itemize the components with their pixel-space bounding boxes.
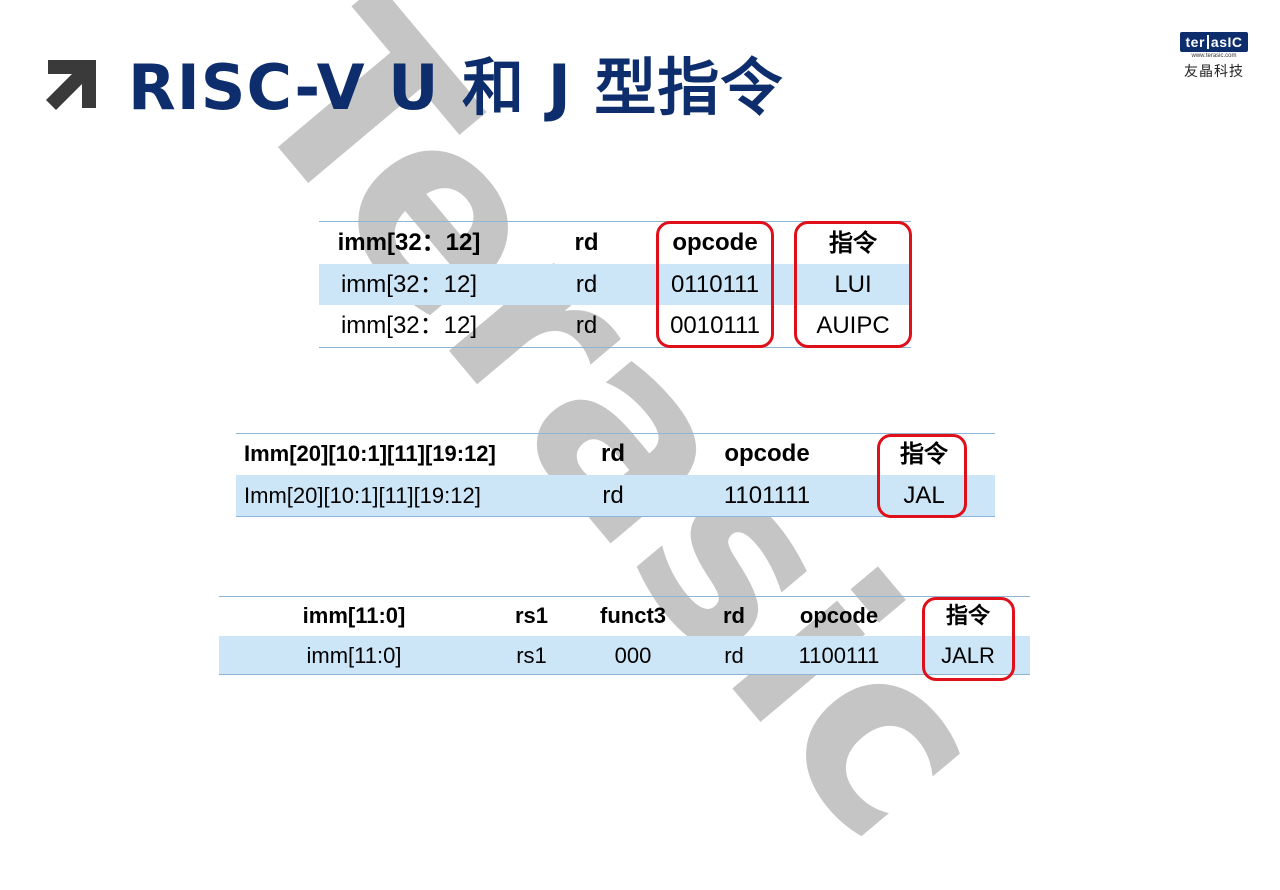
table-rule: [219, 596, 1030, 597]
header-opcode: opcode: [672, 229, 758, 256]
table-rule: [236, 433, 995, 434]
logo-mark: ter asIC: [1180, 32, 1248, 52]
logo-text-left: ter: [1185, 34, 1205, 50]
cell-funct3: 000: [614, 643, 652, 668]
terasic-logo: ter asIC www.terasic.com 友晶科技: [1180, 32, 1248, 81]
opcode-highlight-box: [656, 221, 774, 348]
header-rd: rd: [574, 229, 599, 256]
jalr-table: imm[11:0] rs1 funct3 rd opcode 指令 imm[11…: [219, 596, 1030, 676]
table-row-highlight: [236, 475, 995, 516]
header-funct3: funct3: [600, 603, 666, 628]
cell-imm: imm[11:0]: [306, 643, 402, 668]
header-imm: imm[32：12]: [337, 229, 481, 256]
table-rule: [219, 674, 1030, 675]
arrow-up-right-icon: [46, 60, 96, 110]
cell-instruction: AUIPC: [816, 312, 890, 339]
table-rule: [236, 516, 995, 517]
cell-rd: rd: [602, 482, 624, 509]
table-rule: [319, 221, 911, 222]
cell-opcode: 1101111: [723, 482, 811, 509]
logo-url: www.terasic.com: [1191, 53, 1237, 59]
header-rs1: rs1: [514, 603, 549, 628]
logo-chinese-name: 友晶科技: [1184, 64, 1244, 80]
cell-rd: rd: [575, 271, 598, 298]
header-instruction: 指令: [900, 439, 948, 468]
cell-instruction: JALR: [941, 643, 995, 668]
instruction-highlight-box: [877, 434, 967, 518]
table-rule: [319, 347, 911, 348]
header-instruction: 指令: [945, 603, 990, 629]
header-instruction: 指令: [829, 228, 877, 257]
table-row-highlight: [219, 636, 1030, 675]
header-rd: rd: [601, 440, 625, 467]
cell-instruction: LUI: [834, 271, 872, 298]
header-rd: rd: [723, 603, 745, 628]
cell-rs1: rs1: [516, 643, 547, 668]
instruction-highlight-box: [794, 221, 912, 348]
slide-title: RISC-V U 和 J 型指令: [128, 51, 784, 124]
header-imm: imm[11:0]: [302, 603, 406, 628]
j-type-table: Imm[20][10:1][11][19:12] rd opcode 指令 Im…: [236, 433, 995, 517]
cell-imm: imm[32：12]: [340, 271, 478, 298]
cell-instruction: JAL: [903, 482, 945, 509]
cell-imm: imm[32：12]: [340, 312, 478, 339]
cell-opcode: 0010111: [670, 312, 760, 339]
header-opcode: opcode: [799, 603, 879, 628]
header-imm: Imm[20][10:1][11][19:12]: [244, 441, 496, 466]
header-opcode: opcode: [724, 440, 810, 467]
cell-opcode: 1100111: [798, 643, 880, 668]
table-row-highlight: [319, 264, 911, 305]
logo-text-right: asIC: [1210, 34, 1243, 50]
cell-imm: Imm[20][10:1][11][19:12]: [244, 483, 481, 508]
cell-rd: rd: [724, 643, 744, 668]
cell-rd: rd: [575, 312, 598, 339]
logo-separator: [1206, 35, 1209, 49]
cell-opcode: 0110111: [670, 271, 760, 298]
u-type-table: imm[32：12] rd opcode 指令 imm[32：12] rd 01…: [319, 221, 911, 348]
instruction-highlight-box: [922, 597, 1015, 681]
